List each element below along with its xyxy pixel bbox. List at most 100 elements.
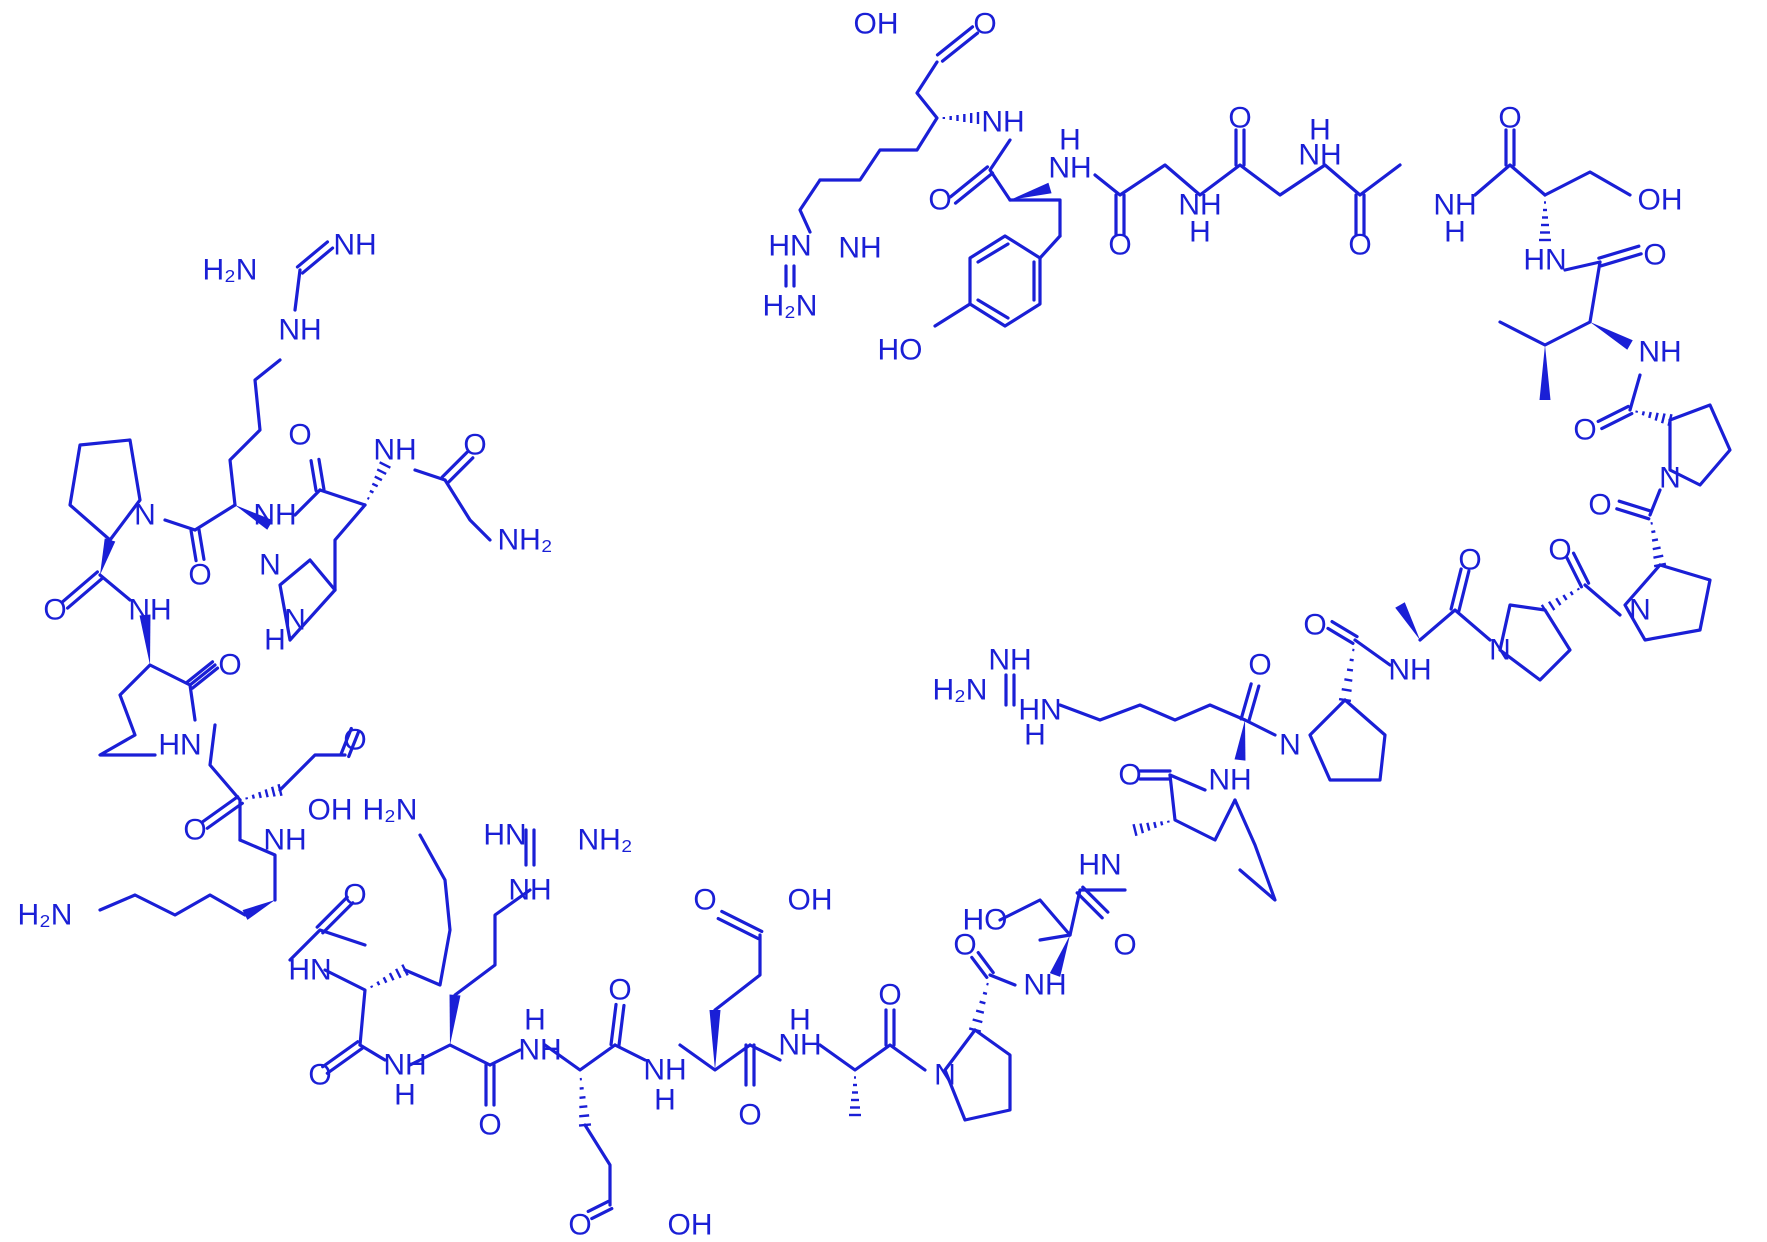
double-bond <box>1247 684 1261 723</box>
bond-line <box>1473 163 1547 197</box>
atom-label-o: O <box>478 1109 501 1142</box>
atom-label-nh: NH <box>981 106 1024 139</box>
atom-label-h: H <box>394 1079 416 1112</box>
atom-label-nh: NH <box>128 594 171 627</box>
atom-label-ho: HO <box>878 334 923 367</box>
proline-ring-5 <box>943 1028 1012 1122</box>
atom-label-hn: HN <box>158 729 201 762</box>
atom-label-nh: NH <box>1048 152 1091 185</box>
bond-line <box>1628 373 1642 412</box>
double-bond <box>1239 682 1253 721</box>
double-bond <box>948 165 990 199</box>
double-bond <box>66 576 105 610</box>
atom-label-oh: OH <box>308 794 353 827</box>
wedge-bond <box>1590 322 1633 350</box>
double-bond <box>590 1206 614 1221</box>
double-bond <box>953 171 995 205</box>
atom-label-n: N <box>934 1059 956 1092</box>
double-bond <box>1326 626 1355 646</box>
atom-label-h: H <box>654 1084 676 1117</box>
proline-ring-3 <box>1498 603 1572 682</box>
atom-label-h: H <box>1059 124 1081 157</box>
hashed-bond <box>370 964 409 989</box>
atom-label-o: O <box>43 594 66 627</box>
double-bond <box>190 666 220 690</box>
atom-label-o: O <box>1118 759 1141 792</box>
double-bond <box>309 459 318 493</box>
double-bond <box>317 457 326 491</box>
atom-label-h2n: H₂N <box>933 674 988 707</box>
atom-label-nh: NH <box>373 434 416 467</box>
atom-label-o: O <box>288 419 311 452</box>
bond-line <box>98 663 192 757</box>
bond-line <box>278 753 347 792</box>
bond-line <box>323 968 367 1047</box>
atom-label-o: O <box>1643 239 1666 272</box>
wedge-bond <box>1395 602 1420 640</box>
atom-label-o: O <box>463 429 486 462</box>
double-bond <box>1571 551 1591 585</box>
atom-label-nh: NH <box>1208 764 1251 797</box>
double-bond <box>325 1046 364 1075</box>
atom-label-nh: NH <box>988 644 1031 677</box>
atom-label-nh: NH <box>383 1049 426 1082</box>
tyrosine-ring <box>968 234 1042 328</box>
double-bond <box>1564 555 1584 589</box>
double-bond <box>1599 252 1643 268</box>
wedge-bond <box>139 614 151 665</box>
double-bond <box>1081 885 1110 914</box>
double-bond <box>940 31 980 63</box>
bond-lines <box>60 25 1732 1221</box>
hashed-bond <box>1635 410 1673 427</box>
bond-line <box>1543 170 1632 197</box>
atom-label-nh: NH <box>1388 654 1431 687</box>
bond-line <box>193 503 237 532</box>
wedge-bond <box>1234 720 1246 761</box>
atom-label-o: O <box>568 1209 591 1242</box>
bond-line <box>318 488 367 507</box>
atom-label-hn: HN <box>1523 244 1566 277</box>
bond-line <box>1243 718 1277 737</box>
bond-line <box>798 178 822 234</box>
stereo-hash <box>942 112 980 124</box>
bond-line <box>98 573 132 602</box>
double-bond <box>1617 499 1653 513</box>
double-bond <box>1600 411 1634 431</box>
atom-label-nh2: NH₂ <box>578 824 633 857</box>
wedge-bond <box>449 994 461 1045</box>
bond-line <box>453 888 532 997</box>
atom-label-o: O <box>218 649 241 682</box>
bond-line <box>1038 234 1062 260</box>
bond-line <box>288 928 367 962</box>
bond-line <box>403 833 452 987</box>
atom-label-h: H <box>264 624 286 657</box>
bond-line <box>976 242 1010 264</box>
bond-line <box>818 1043 927 1072</box>
stereo-wedges <box>100 112 1673 1127</box>
hashed-bond <box>245 783 283 800</box>
proline-ring-6 <box>68 438 142 542</box>
bond-line <box>613 1043 647 1062</box>
atom-label-ho: HO <box>963 904 1008 937</box>
bond-line <box>543 1043 617 1072</box>
bond-line <box>1008 198 1062 238</box>
bond-line <box>988 138 1012 202</box>
hashed-bond <box>968 982 989 1033</box>
bond-line <box>208 723 242 802</box>
bond-line <box>988 973 1017 987</box>
atom-label-n: N <box>259 549 281 582</box>
bond-line <box>1418 608 1492 642</box>
atom-label-nh: NH <box>1638 336 1681 369</box>
hashed-bond <box>1338 648 1355 703</box>
double-bond <box>1597 244 1641 260</box>
double-bond <box>315 895 349 929</box>
atom-label-nh: NH <box>253 499 296 532</box>
atom-label-h: H <box>1309 114 1331 147</box>
bond-line <box>1093 163 1402 197</box>
atom-label-h: H <box>524 1004 546 1037</box>
double-bond <box>1457 569 1471 613</box>
double-bond <box>720 909 764 934</box>
double-bond <box>60 570 99 604</box>
